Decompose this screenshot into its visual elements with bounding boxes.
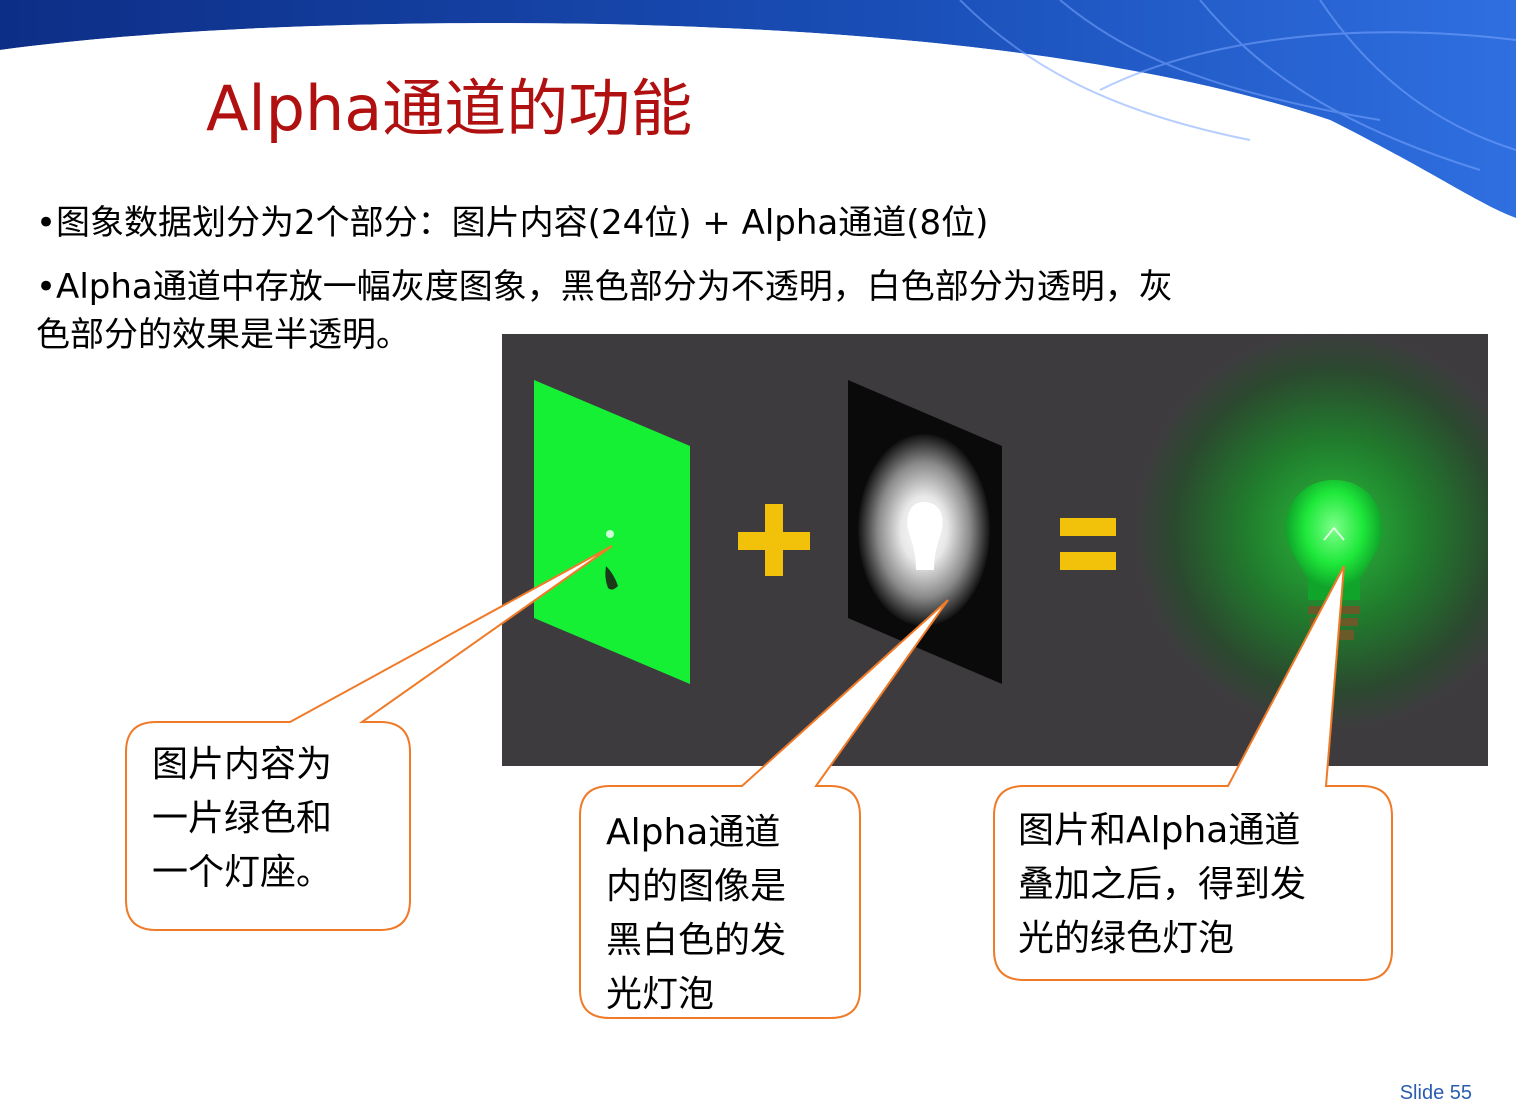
callout-result-text: 图片和Alpha通道 叠加之后，得到发 光的绿色灯泡: [1018, 804, 1306, 966]
callout-line: 叠加之后，得到发: [1018, 864, 1307, 905]
header-decoration: [0, 0, 1516, 230]
slide-number: Slide 55: [1399, 1082, 1472, 1104]
slide-title: Alpha通道的功能: [206, 72, 693, 145]
callout-line: 图片内容为: [152, 744, 333, 785]
callout-line: 光的绿色灯泡: [1018, 918, 1235, 959]
callout-line: 一片绿色和: [152, 798, 333, 839]
callout-line: 图片和Alpha通道: [1018, 810, 1301, 851]
bullet-alpha-grayscale-cont: 色部分的效果是半透明。: [36, 315, 410, 355]
alpha-composite-illustration: [502, 334, 1488, 766]
callout-line: 光灯泡: [606, 974, 715, 1015]
equals-operator-icon: [1060, 518, 1116, 570]
callout-line: 内的图像是: [606, 866, 787, 907]
callout-bubble-alpha: [579, 599, 949, 1019]
lamp-socket-icon: [605, 566, 618, 590]
callout-content-text: 图片内容为 一片绿色和 一个灯座。: [152, 738, 332, 900]
callout-bubble-result: [993, 565, 1393, 981]
bullet-data-split: •图象数据划分为2个部分：图片内容(24位) + Alpha通道(8位): [36, 203, 989, 243]
callout-line: 黑白色的发: [606, 920, 787, 961]
green-bulb-icon: [1286, 480, 1382, 600]
alpha-bulb-shape: [907, 502, 943, 570]
bullet-alpha-grayscale: •Alpha通道中存放一幅灰度图象，黑色部分为不透明，白色部分为透明，灰: [36, 267, 1173, 307]
callout-line: 一个灯座。: [152, 852, 333, 893]
callout-bubble-content: [125, 545, 613, 931]
plus-operator-icon: [738, 504, 810, 576]
callout-line: Alpha通道: [606, 812, 781, 853]
callout-alpha-text: Alpha通道 内的图像是 黑白色的发 光灯泡: [606, 806, 786, 1022]
